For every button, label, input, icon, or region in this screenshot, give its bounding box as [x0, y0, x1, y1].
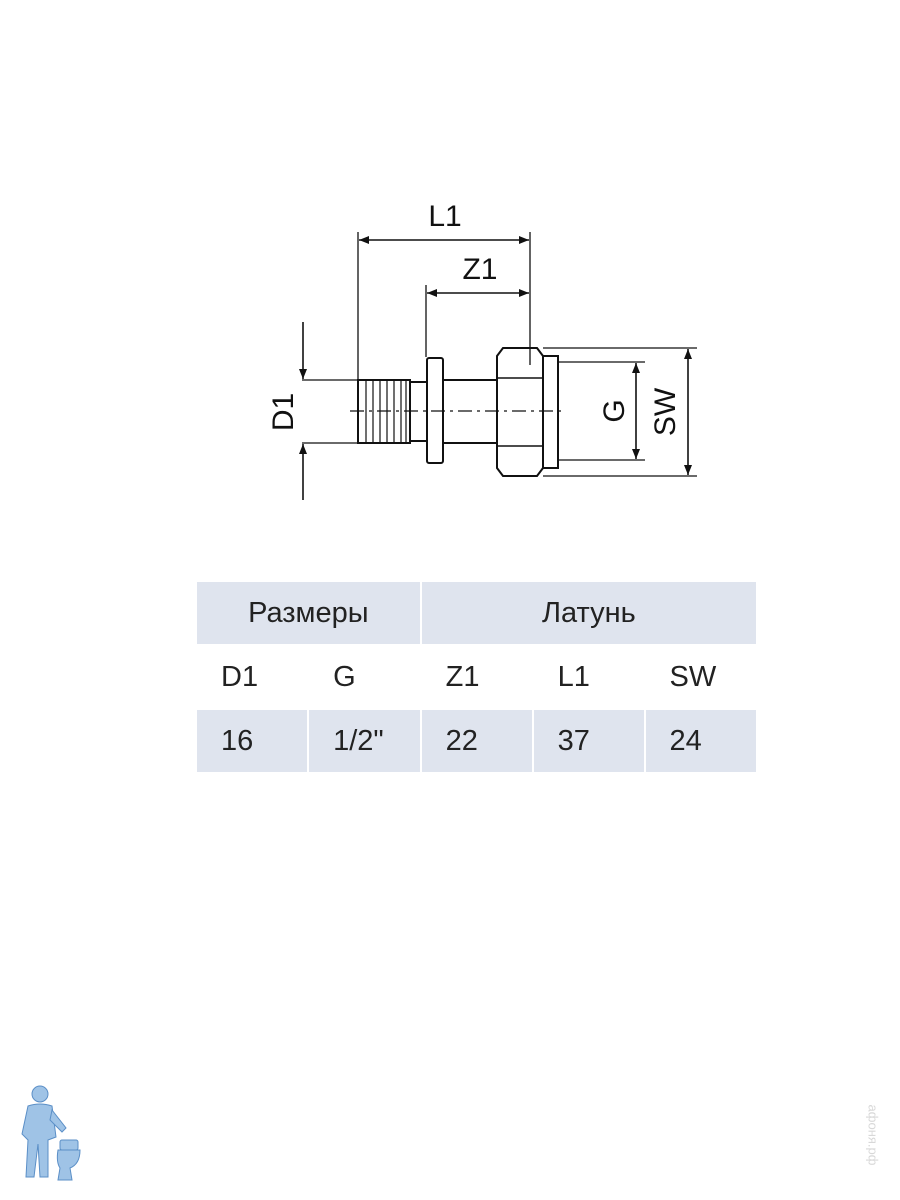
fitting-dimension-drawing: L1 Z1 D1 G SW: [267, 200, 697, 500]
table-group-header-row: Размеры Латунь: [195, 580, 759, 646]
cell-d1: 16: [194, 708, 310, 774]
column-header-g: G: [307, 644, 422, 710]
plumber-logo-icon: [21, 1085, 81, 1181]
column-header-l1: L1: [531, 644, 646, 710]
fitting-body: [357, 347, 559, 477]
column-header-sw: SW: [643, 644, 759, 710]
group-header-sizes: Размеры: [195, 580, 422, 646]
column-header-z1: Z1: [419, 644, 534, 710]
watermark: афоня.рф: [853, 1085, 893, 1185]
sw-label: SW: [649, 387, 682, 436]
cell-sw: 24: [643, 708, 759, 774]
cell-l1: 37: [531, 708, 646, 774]
watermark-text: афоня.рф: [865, 1104, 881, 1166]
l1-label: L1: [428, 200, 461, 233]
table-column-header-row: D1 G Z1 L1 SW: [194, 644, 759, 710]
table-row: 16 1/2" 22 37 24: [194, 708, 759, 774]
cell-g: 1/2": [307, 708, 422, 774]
column-header-d1: D1: [194, 644, 310, 710]
cell-z1: 22: [419, 708, 534, 774]
group-header-brass: Латунь: [419, 580, 759, 646]
d1-label: D1: [267, 393, 300, 431]
z1-label: Z1: [462, 253, 497, 286]
g-label: G: [598, 399, 631, 422]
dimensions-table: Размеры Латунь D1 G Z1 L1 SW 16 1/2" 22 …: [194, 580, 759, 774]
